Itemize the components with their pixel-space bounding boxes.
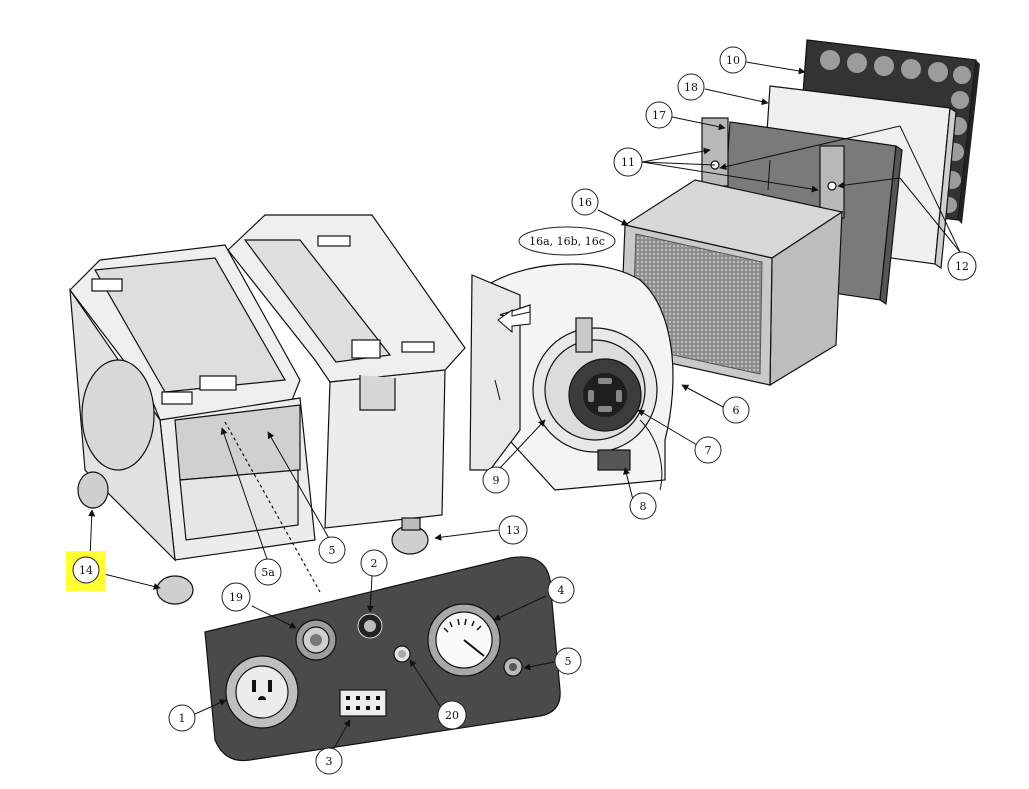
circuit-breaker: [357, 613, 383, 639]
svg-text:13: 13: [506, 524, 520, 537]
callout-14: 14: [72, 556, 100, 584]
callout-3: 3: [315, 747, 343, 775]
callout-7: 7: [694, 436, 722, 464]
svg-text:11: 11: [621, 156, 635, 169]
svg-text:7: 7: [705, 444, 712, 457]
callout-16: 16: [571, 188, 599, 216]
callout-1: 1: [168, 704, 196, 732]
svg-text:10: 10: [726, 54, 740, 67]
status-light: [393, 645, 411, 663]
callout-6: 6: [722, 396, 750, 424]
svg-text:4: 4: [558, 584, 565, 597]
svg-text:8: 8: [640, 500, 647, 513]
callout-5-panel: 5: [554, 647, 582, 675]
callout-8: 8: [629, 492, 657, 520]
caster-wheel-front-left: [77, 471, 109, 509]
svg-text:17: 17: [652, 109, 666, 122]
callout-5-body: 5: [318, 536, 346, 564]
blower-assembly: [469, 263, 674, 491]
switch: [295, 619, 337, 661]
svg-text:3: 3: [326, 755, 333, 768]
svg-text:16: 16: [578, 196, 592, 209]
hour-meter: [339, 689, 387, 717]
callout-20: 20: [437, 700, 467, 730]
airflow-arrow-icon: [497, 309, 531, 334]
callout-12: 12: [947, 251, 977, 281]
callout-16abc: 16a, 16b, 16c: [518, 226, 616, 256]
svg-text:2: 2: [371, 557, 378, 570]
callout-18: 18: [677, 73, 705, 101]
caster-wheel-front: [156, 575, 194, 605]
callouts: 14 10 18 17 11 16 16a, 16b, 16c 12: [66, 46, 977, 775]
callout-9: 9: [482, 466, 510, 494]
svg-text:20: 20: [445, 709, 459, 722]
callout-11: 11: [613, 147, 643, 177]
svg-text:9: 9: [493, 474, 500, 487]
svg-text:14: 14: [79, 564, 93, 577]
callout-19: 19: [221, 582, 251, 612]
svg-text:5: 5: [329, 544, 336, 557]
leader-lines: [88, 61, 961, 753]
svg-text:1: 1: [179, 712, 186, 725]
control-panel: [204, 556, 561, 762]
svg-text:12: 12: [955, 260, 969, 273]
callout-10: 10: [719, 46, 747, 74]
svg-text:16a, 16b, 16c: 16a, 16b, 16c: [529, 235, 605, 248]
housing-body: [69, 214, 466, 605]
callout-2: 2: [360, 549, 388, 577]
callout-4: 4: [547, 576, 575, 604]
svg-text:19: 19: [229, 591, 243, 604]
pressure-port: [503, 657, 523, 677]
svg-text:5: 5: [565, 655, 572, 668]
callout-13: 13: [498, 515, 528, 545]
callout-17: 17: [645, 101, 673, 129]
svg-text:18: 18: [684, 81, 698, 94]
svg-text:6: 6: [733, 404, 740, 417]
pressure-gauge: [427, 603, 501, 677]
power-outlet: [225, 655, 299, 729]
callout-5a: 5a: [254, 558, 282, 586]
svg-text:5a: 5a: [261, 566, 275, 579]
motor-capacitor: [597, 449, 631, 471]
